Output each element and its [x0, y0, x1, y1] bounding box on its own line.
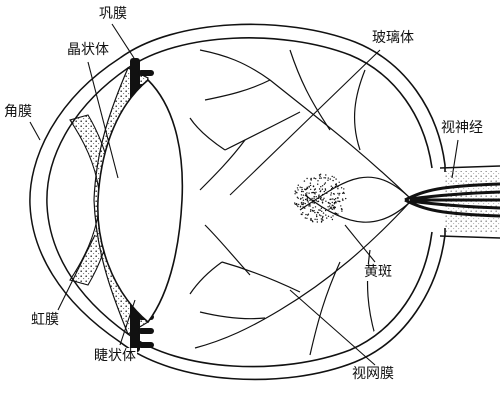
label-ciliary-body: 睫状体 — [93, 348, 137, 365]
label-macula: 黄斑 — [363, 264, 393, 281]
label-sclera: 巩膜 — [98, 6, 128, 23]
optic-nerve — [404, 165, 500, 239]
label-iris: 虹膜 — [30, 312, 60, 329]
ciliary-tooth — [138, 328, 154, 334]
retina-blood-vessels — [189, 49, 411, 356]
label-optic-nerve: 视神经 — [440, 120, 484, 137]
ciliary-tooth — [138, 342, 154, 348]
cornea — [29, 57, 129, 343]
leader-lines — [29, 23, 459, 366]
label-vitreous: 玻璃体 — [371, 30, 415, 47]
sclera-wall — [119, 23, 446, 381]
label-retina: 视网膜 — [351, 366, 395, 383]
macula-spot — [294, 173, 347, 223]
label-lens: 晶状体 — [66, 42, 110, 59]
label-cornea: 角膜 — [3, 104, 33, 121]
ciliary-tooth — [138, 70, 154, 76]
lens — [97, 78, 184, 324]
